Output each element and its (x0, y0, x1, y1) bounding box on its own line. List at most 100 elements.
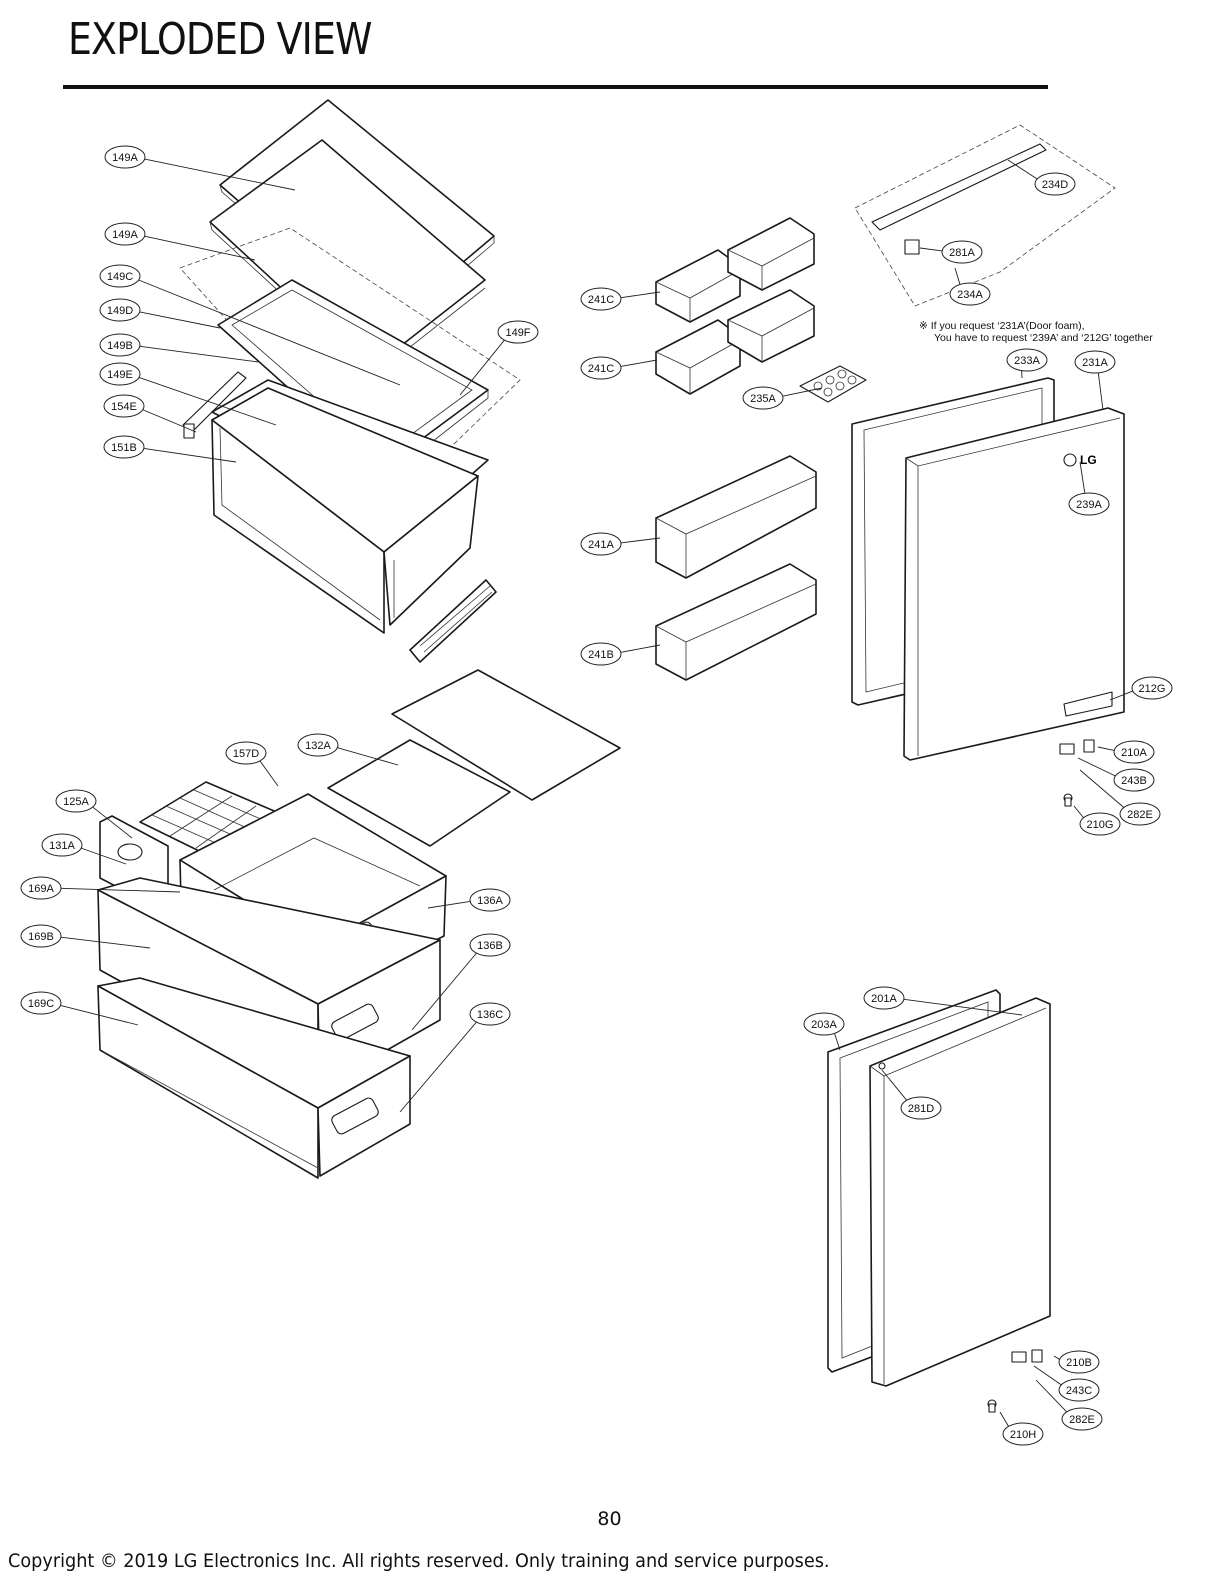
leader-149C (138, 279, 401, 386)
callout-label-234A: 234A (957, 289, 983, 301)
freezer-door-201a (869, 997, 1051, 1387)
callout-label-234D: 234D (1042, 179, 1068, 191)
callout-label-132A: 132A (305, 740, 331, 752)
callout-151B: 151B (103, 435, 145, 459)
leader-239A (1079, 461, 1086, 494)
callout-label-243B: 243B (1121, 775, 1147, 787)
leader-149F (459, 339, 505, 396)
sheet-large (391, 669, 621, 801)
callout-239A: 239A (1068, 492, 1110, 516)
callout-125A: 125A (55, 789, 97, 813)
callout-241B: 241B (580, 642, 622, 666)
callout-label-241C-1: 241C (588, 294, 614, 306)
callout-label-233A: 233A (1014, 355, 1040, 367)
leader-243C (1033, 1365, 1062, 1386)
callout-210G: 210G (1079, 812, 1121, 836)
callout-281A: 281A (941, 240, 983, 264)
callout-label-154E: 154E (111, 401, 137, 413)
leader-234D (1007, 159, 1038, 180)
callout-label-157D: 157D (233, 748, 259, 760)
lg-logo-text: LG (1080, 453, 1097, 467)
callout-label-169A: 169A (28, 883, 54, 895)
leader-281D (881, 1069, 908, 1101)
leader-241C-1 (620, 291, 661, 299)
copyright-notice: Copyright © 2019 LG Electronics Inc. All… (8, 1550, 830, 1572)
leader-241A (620, 537, 661, 544)
callout-169B: 169B (20, 924, 62, 948)
fridge-door-231a: LG (903, 407, 1125, 761)
callout-149E: 149E (99, 362, 141, 386)
sheet-132a (327, 739, 511, 847)
callout-212G: 212G (1131, 676, 1173, 700)
callout-label-281D: 281D (908, 1103, 934, 1115)
door-bin-241c-1 (655, 249, 741, 323)
leader-212G (1109, 690, 1133, 701)
callout-157D: 157D (225, 741, 267, 765)
callout-132A: 132A (297, 733, 339, 757)
callout-169A: 169A (20, 876, 62, 900)
callout-label-239A: 239A (1076, 499, 1102, 511)
callout-label-212G: 212G (1139, 683, 1166, 695)
leader-282E-1 (1079, 769, 1125, 808)
callout-label-149C: 149C (107, 271, 133, 283)
leader-136C (399, 1021, 477, 1113)
callout-234D: 234D (1034, 172, 1076, 196)
callout-136C: 136C (469, 1002, 511, 1026)
leader-169C (60, 1004, 139, 1026)
callout-label-203A: 203A (811, 1019, 837, 1031)
callout-label-210H: 210H (1010, 1429, 1036, 1441)
callout-169C: 169C (20, 991, 62, 1015)
hinge-parts-upper (1059, 739, 1095, 807)
leader-149E (138, 376, 277, 426)
callout-label-136B: 136B (477, 940, 503, 952)
leader-131A (81, 847, 127, 865)
callout-labels: 149A149A149C149D149B149E154E151B149F241C… (20, 145, 1173, 1446)
egg-tray-235a (799, 365, 867, 403)
crisper-front-grille (409, 579, 497, 663)
callout-label-149A-2: 149A (112, 229, 138, 241)
callout-label-149F: 149F (505, 327, 530, 339)
leader-243B (1077, 757, 1116, 777)
callout-282E-1: 282E (1119, 802, 1161, 826)
callout-234A: 234A (949, 282, 991, 306)
callout-210A: 210A (1113, 740, 1155, 764)
door-foam-note: ※ If you request ‘231A’(Door foam), You … (919, 320, 1153, 344)
leader-149A-2 (144, 235, 256, 261)
callout-241C-2: 241C (580, 356, 622, 380)
leader-169A (60, 887, 181, 893)
leader-210G (1073, 805, 1084, 819)
note-line-1: ※ If you request ‘231A’(Door foam), (919, 320, 1085, 332)
door-bin-241c-3 (655, 319, 741, 395)
leader-lines (60, 158, 1133, 1427)
callout-label-149E: 149E (107, 369, 133, 381)
callout-210H: 210H (1002, 1422, 1044, 1446)
callout-154E: 154E (103, 394, 145, 418)
callout-label-149B: 149B (107, 340, 133, 352)
leader-151B (143, 448, 237, 463)
callout-label-136A: 136A (477, 895, 503, 907)
leader-132A (337, 747, 399, 766)
callout-label-235A: 235A (750, 393, 776, 405)
callout-label-210G: 210G (1087, 819, 1114, 831)
hinge-parts-lower (987, 1349, 1043, 1413)
leader-149B (139, 345, 259, 363)
leader-241C-2 (620, 359, 658, 367)
leader-210A (1097, 746, 1115, 751)
callout-282E-2: 282E (1061, 1407, 1103, 1431)
callout-label-241C-2: 241C (588, 363, 614, 375)
leader-136A (427, 900, 471, 909)
callout-131A: 131A (41, 833, 83, 857)
callout-label-241B: 241B (588, 649, 614, 661)
callout-235A: 235A (742, 386, 784, 410)
callout-233A: 233A (1006, 348, 1048, 372)
leader-241B (620, 644, 661, 653)
callout-149D: 149D (99, 298, 141, 322)
door-bin-241c-4 (727, 289, 815, 363)
callout-243C: 243C (1058, 1378, 1100, 1402)
leader-203A (834, 1033, 841, 1051)
leader-234A (954, 267, 961, 285)
leader-282E-2 (1035, 1379, 1068, 1413)
callout-label-125A: 125A (63, 796, 89, 808)
callout-149C: 149C (99, 264, 141, 288)
